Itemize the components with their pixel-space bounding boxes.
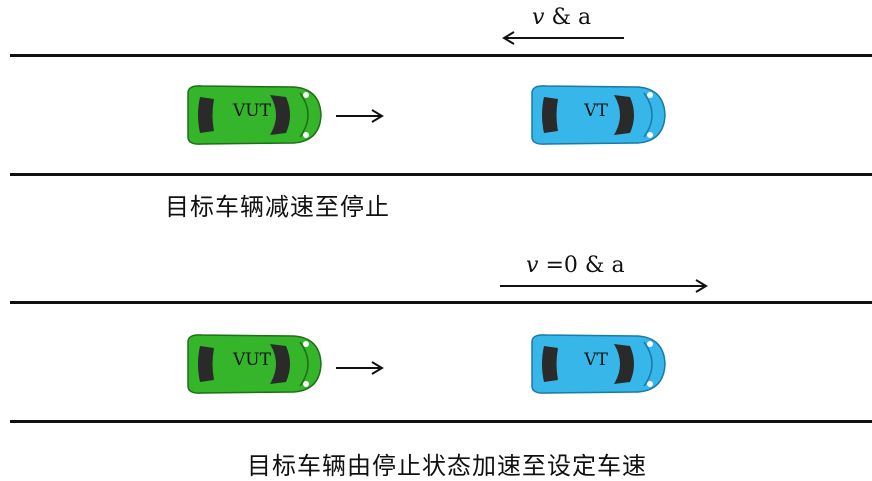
vt-motion-label-1: v & a	[532, 5, 592, 30]
lane-line-bottom-1	[10, 173, 872, 176]
lane-line-top-1	[10, 54, 872, 57]
lane-line-top-2	[10, 301, 872, 304]
vt-motion-label-2: v =0 & a	[526, 253, 625, 278]
vut-label: VUT	[233, 350, 271, 370]
vut-direction-arrow-2	[336, 361, 384, 375]
vut-car-1: VUT	[182, 83, 322, 147]
vt-direction-arrow-left	[502, 31, 624, 45]
scenario-2-caption: 目标车辆由停止状态加速至设定车速	[247, 452, 647, 480]
vut-direction-arrow-1	[336, 109, 384, 123]
vt-label: VT	[584, 101, 608, 121]
vut-label: VUT	[233, 101, 271, 121]
vt-car-1: VT	[526, 83, 666, 147]
vt-direction-arrow-right	[500, 279, 708, 293]
vut-car-2: VUT	[182, 332, 322, 396]
lane-line-bottom-2	[10, 420, 872, 423]
vt-label: VT	[584, 350, 608, 370]
scenario-1-caption: 目标车辆减速至停止	[165, 193, 390, 221]
vt-car-2: VT	[526, 332, 666, 396]
